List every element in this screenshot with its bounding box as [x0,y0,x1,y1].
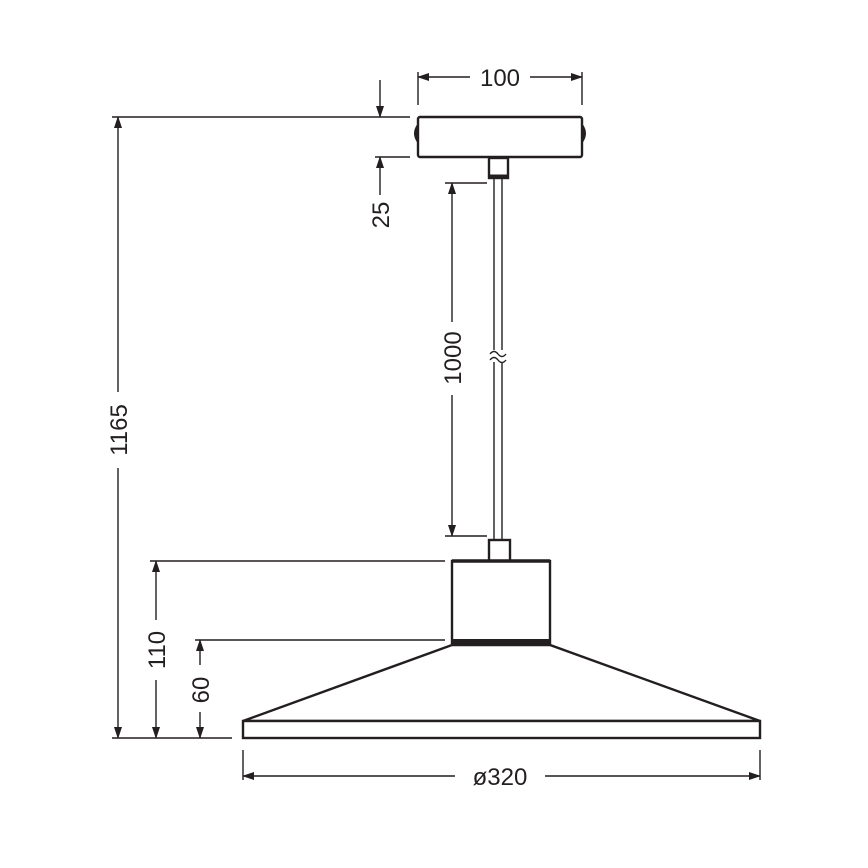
ceiling-canopy [416,115,584,159]
lamp-housing [450,559,552,645]
canopy-screw-right [581,124,586,143]
dimension-shade-diameter: ø320 [242,750,761,791]
dimension-canopy-width: 100 [417,65,583,105]
cable-connector-bottom [487,538,512,563]
dimension-lamp-height: 110 [144,560,445,739]
dimension-label: 1000 [440,331,467,384]
lamp-outline [241,115,762,740]
dimension-label: 110 [144,631,171,669]
dimension-label: 1165 [106,404,133,456]
cable-connector-top [487,156,510,180]
canopy-screw-left [414,124,419,143]
dimension-shade-height: 60 [188,639,445,739]
dimension-total-height: 1165 [106,116,232,739]
dimension-cable-length: 1000 [440,182,487,537]
dimension-label: ø320 [473,764,528,791]
shade-rim [241,719,762,740]
dimension-label: 100 [480,65,520,92]
dimension-label: 60 [188,677,215,704]
dimension-label: 25 [368,202,395,229]
lamp-shade [242,643,761,723]
cable-break-symbol [489,350,507,364]
dimension-canopy-height: 25 [112,80,410,228]
